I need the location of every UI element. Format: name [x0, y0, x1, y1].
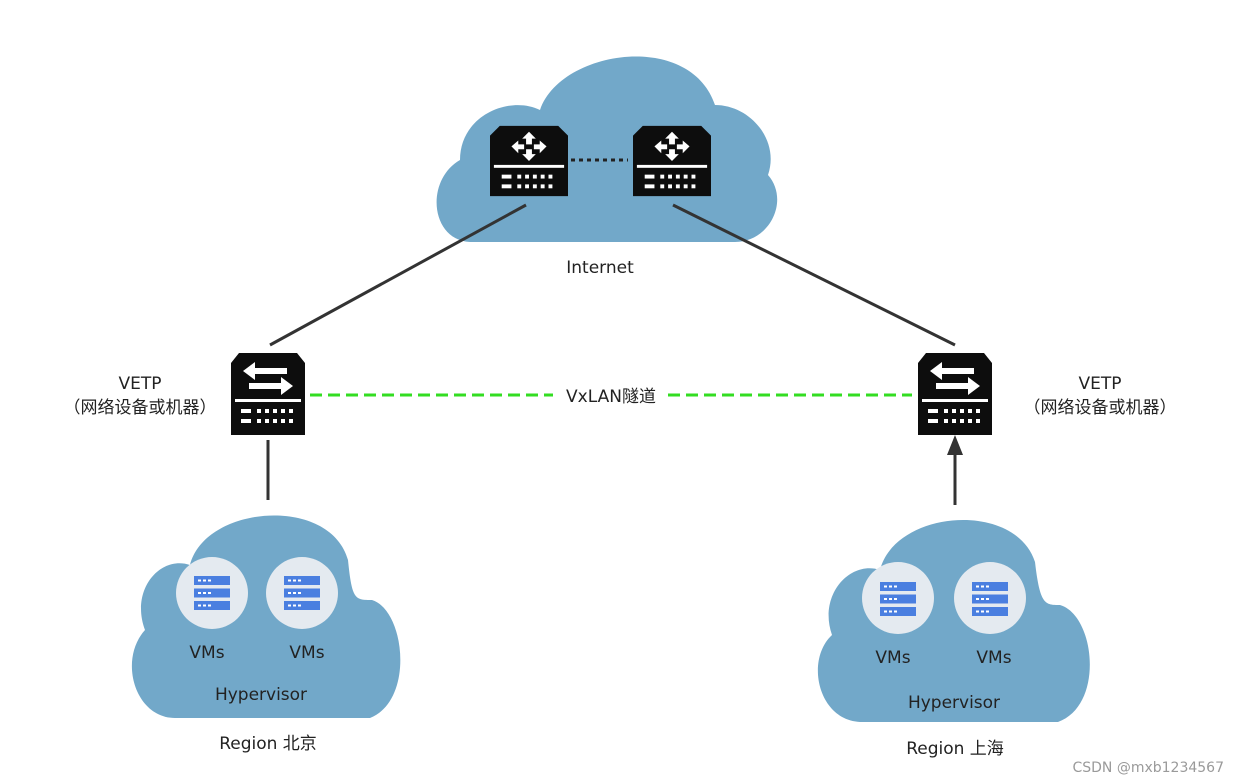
watermark: CSDN @mxb1234567 [1072, 760, 1224, 776]
vm-label: VMs [189, 643, 224, 663]
vetp-left-subtitle: （网络设备或机器） [64, 398, 217, 418]
router-icon [490, 125, 568, 197]
vm-label: VMs [875, 648, 910, 668]
internet-cloud-shape [436, 56, 778, 242]
region-label: Region 北京 [219, 734, 317, 754]
router-right [633, 125, 711, 197]
hypervisor-label: Hypervisor [215, 685, 307, 705]
vxlan-tunnel-label: VxLAN隧道 [566, 387, 656, 407]
region-shanghai: VMs VMs Hypervisor Region 上海 [817, 520, 1090, 759]
vm-label: VMs [289, 643, 324, 663]
vm-label: VMs [976, 648, 1011, 668]
region-beijing: VMs VMs Hypervisor Region 北京 [131, 515, 401, 754]
internet-cloud [436, 56, 778, 242]
vxlan-tunnel: VxLAN隧道 [310, 387, 912, 407]
vetp-right-title: VETP [1078, 374, 1121, 394]
link-internet-to-vetp-left [269, 203, 527, 347]
server-icon [284, 576, 320, 610]
region-label: Region 上海 [906, 739, 1004, 759]
switch-icon [918, 353, 992, 435]
hypervisor-label: Hypervisor [908, 693, 1000, 713]
router-left [490, 125, 568, 197]
internet-label: Internet [566, 258, 634, 278]
router-icon [633, 125, 711, 197]
link-internet-to-vetp-right [672, 203, 956, 347]
server-icon [972, 582, 1008, 616]
vetp-left-title: VETP [118, 374, 161, 394]
hypervisor-cloud-shape [817, 520, 1090, 722]
arrowhead-up [947, 435, 963, 455]
vetp-right: VETP （网络设备或机器） [918, 353, 1177, 435]
vetp-right-subtitle: （网络设备或机器） [1024, 398, 1177, 418]
server-icon [194, 576, 230, 610]
links [266, 203, 963, 505]
switch-icon [231, 353, 305, 435]
server-icon [880, 582, 916, 616]
vetp-left: VETP （网络设备或机器） [64, 353, 305, 435]
